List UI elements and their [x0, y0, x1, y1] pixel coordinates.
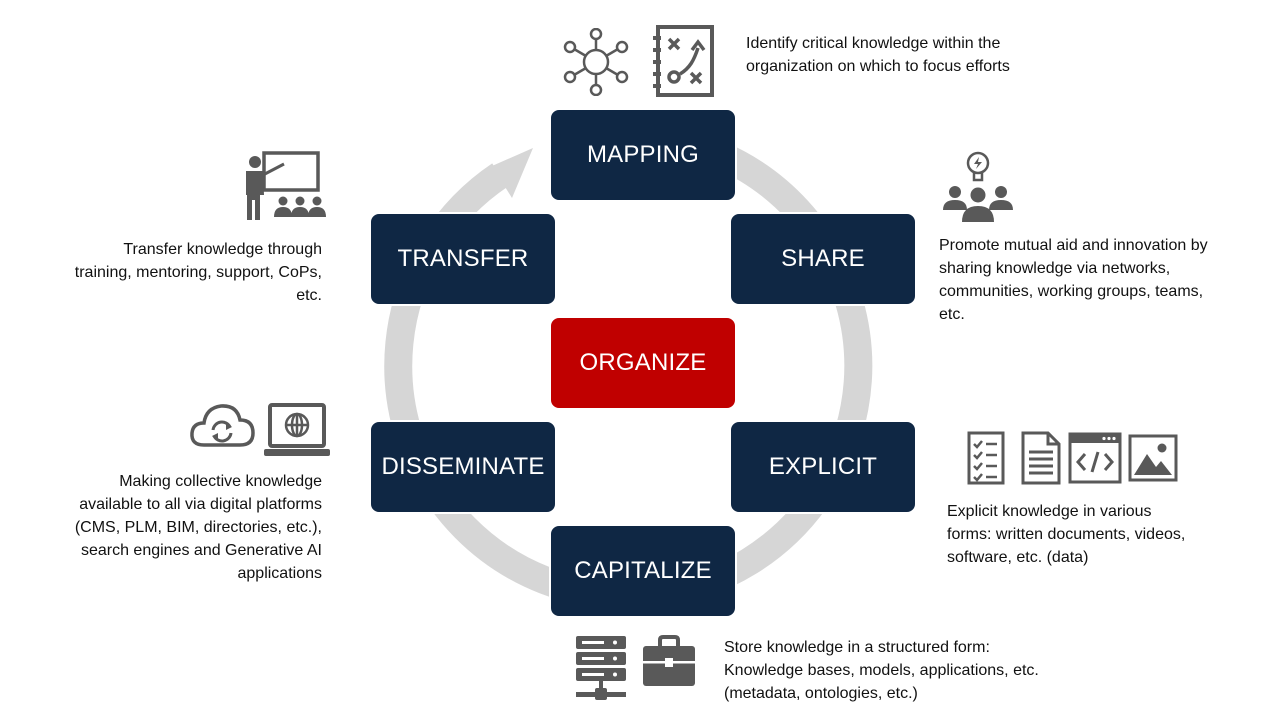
stage-transfer: TRANSFER — [369, 212, 557, 306]
desc-line: Making collective knowledge — [119, 473, 322, 490]
stage-share: SHARE — [729, 212, 917, 306]
stage-disseminate-label: DISSEMINATE — [381, 453, 545, 480]
presentation-icon — [246, 151, 326, 220]
desc-line: etc. — [939, 306, 965, 323]
stage-mapping: MAPPING — [549, 108, 737, 202]
desc-line: Store knowledge in a structured form: — [724, 639, 990, 656]
cycle-arrow-head — [492, 148, 533, 198]
desc-line: Identify critical knowledge within the — [746, 35, 1001, 52]
stage-organize-label: ORGANIZE — [579, 349, 707, 376]
briefcase-icon — [643, 635, 695, 686]
desc-line: Knowledge bases, models, applications, e… — [724, 662, 1039, 679]
desc-line: organization on which to focus efforts — [746, 58, 1010, 75]
disseminate-description: Making collective knowledge available to… — [75, 470, 322, 585]
stage-explicit-label: EXPLICIT — [768, 453, 878, 480]
desc-line: software, etc. (data) — [947, 549, 1089, 566]
stage-mapping-label: MAPPING — [586, 141, 700, 168]
stage-capitalize: CAPITALIZE — [549, 524, 737, 618]
lightbulb-team-icon — [943, 151, 1013, 222]
desc-line: etc. — [296, 287, 322, 304]
desc-line: available to all via digital platforms — [79, 496, 322, 513]
server-icon — [576, 636, 626, 700]
transfer-description: Transfer knowledge through training, men… — [75, 238, 322, 307]
laptop-globe-icon — [264, 403, 330, 456]
stage-share-label: SHARE — [781, 245, 865, 272]
explicit-description: Explicit knowledge in various forms: wri… — [947, 500, 1185, 569]
desc-line: applications — [237, 565, 323, 582]
desc-line: (CMS, PLM, BIM, directories, etc.), — [74, 519, 322, 536]
stage-capitalize-label: CAPITALIZE — [574, 557, 712, 584]
capitalize-description: Store knowledge in a structured form: Kn… — [724, 636, 1039, 705]
desc-line: search engines and Generative AI — [80, 542, 322, 559]
desc-line: communities, working groups, teams, — [939, 283, 1204, 300]
stage-transfer-label: TRANSFER — [397, 245, 529, 272]
desc-line: Transfer knowledge through — [123, 241, 322, 258]
desc-line: (metadata, ontologies, etc.) — [724, 685, 918, 702]
stage-explicit: EXPLICIT — [729, 420, 917, 514]
stage-disseminate: DISSEMINATE — [369, 420, 557, 514]
code-window-icon — [1068, 432, 1122, 484]
cloud-sync-icon — [190, 404, 255, 447]
mapping-description: Identify critical knowledge within the o… — [746, 32, 1010, 78]
desc-line: Promote mutual aid and innovation by — [939, 237, 1208, 254]
stage-organize: ORGANIZE — [549, 316, 737, 410]
desc-line: Explicit knowledge in various — [947, 503, 1152, 520]
desc-line: training, mentoring, support, CoPs, — [74, 264, 322, 281]
image-icon — [1128, 434, 1178, 482]
document-icon — [1021, 431, 1061, 485]
strategy-board-icon — [653, 25, 714, 97]
desc-line: forms: written documents, videos, — [947, 526, 1186, 543]
checklist-icon — [967, 431, 1005, 485]
desc-line: sharing knowledge via networks, — [939, 260, 1171, 277]
network-hub-icon — [563, 28, 629, 96]
share-description: Promote mutual aid and innovation by sha… — [939, 234, 1208, 326]
